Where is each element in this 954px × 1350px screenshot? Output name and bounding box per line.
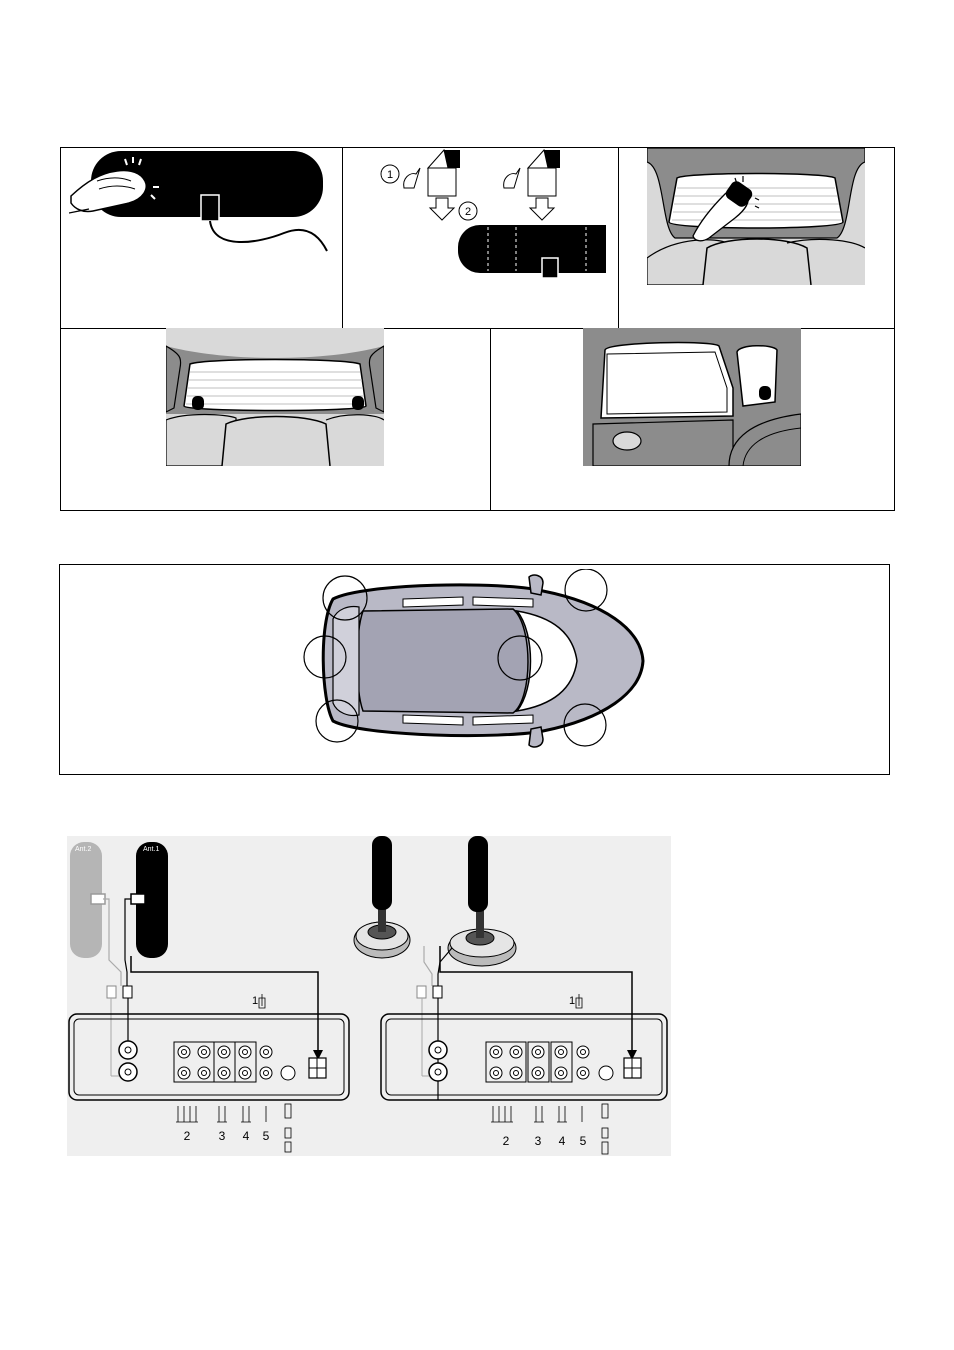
av-group-label-5: 5 [580, 1134, 587, 1148]
antenna-input-1 [119, 1041, 137, 1059]
panel-divider [618, 148, 619, 328]
antenna-input-2 [429, 1063, 447, 1081]
power-socket-icon [624, 1058, 641, 1078]
rod-antenna-1 [448, 836, 516, 966]
door-handle [613, 432, 641, 450]
av-group-label-2: 2 [503, 1134, 510, 1148]
panel-divider [342, 148, 343, 328]
step-clean-strip-illustration [69, 151, 335, 255]
av-group-label-3: 3 [219, 1129, 226, 1143]
av-group-label-5: 5 [263, 1129, 270, 1143]
rod-antenna-2 [354, 836, 410, 958]
install-steps-panel: 1 2 [60, 147, 895, 511]
step-number-1: 1 [387, 169, 393, 181]
strip-antenna-connection-diagram: Ant.2 Ant.1 1 [67, 836, 357, 1156]
step-peel-press-illustration: 1 2 [376, 148, 606, 288]
step-clean-window-illustration [647, 148, 865, 285]
panel-divider [490, 328, 491, 511]
rod-antenna-connection-diagram: 1 2 3 4 5 [352, 836, 670, 1156]
av-group-label-2: 2 [184, 1129, 191, 1143]
antenna-strip-2-label: Ant.2 [75, 846, 91, 853]
car-top-view-illustration [303, 569, 649, 751]
power-socket-icon [309, 1058, 326, 1078]
av-plug-icons [176, 1104, 291, 1152]
step-number-2: 2 [465, 206, 471, 218]
power-connector-label: 1 [252, 995, 258, 1007]
antenna-mount-left [192, 396, 204, 410]
antenna-strip-1-label: Ant.1 [143, 846, 159, 853]
antenna-mount-right [352, 396, 364, 410]
antenna-input-2 [119, 1063, 137, 1081]
av-group-label-4: 4 [559, 1134, 566, 1148]
av-jacks [174, 1042, 295, 1082]
antenna-input-1 [429, 1041, 447, 1059]
av-jacks [486, 1042, 613, 1082]
antenna-mount [759, 386, 771, 400]
av-group-label-3: 3 [535, 1134, 542, 1148]
side-window-placement-illustration [583, 328, 801, 466]
av-group-label-4: 4 [243, 1129, 250, 1143]
receiver-box [381, 1014, 667, 1100]
rear-window-placement-illustration [166, 328, 384, 466]
mounting-positions-panel [59, 564, 890, 775]
power-connector-label: 1 [569, 995, 575, 1007]
